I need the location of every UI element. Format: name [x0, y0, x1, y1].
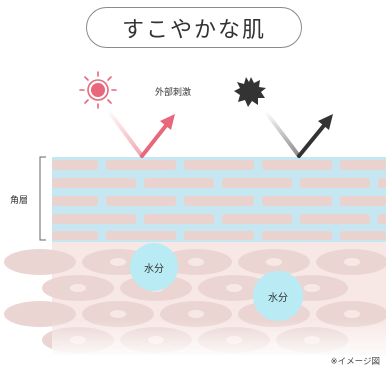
title-text: すこやかな肌: [121, 17, 266, 43]
stratum-corneum-layer: [52, 157, 386, 242]
moisture-label-1: 水分: [144, 263, 164, 275]
stratum-bracket: [39, 156, 46, 241]
corneocyte-bricks: [52, 160, 386, 240]
external-stimulus-label: 外部刺激: [155, 88, 192, 98]
reflection-arrow-dark: [264, 110, 333, 158]
moisture-circle-2: [253, 271, 303, 321]
lower-skin-layer: [4, 240, 386, 355]
particle-icon: [234, 77, 266, 107]
stratum-corneum-label: 角層: [10, 196, 29, 206]
moisture-circle-1: [130, 243, 178, 291]
title-pill: すこやかな肌: [86, 7, 302, 48]
illustration-caption: ※イメージ図: [330, 357, 380, 367]
moisture-label-2: 水分: [268, 292, 288, 304]
sun-icon: [79, 71, 117, 109]
reflection-arrow-pink: [106, 108, 175, 158]
